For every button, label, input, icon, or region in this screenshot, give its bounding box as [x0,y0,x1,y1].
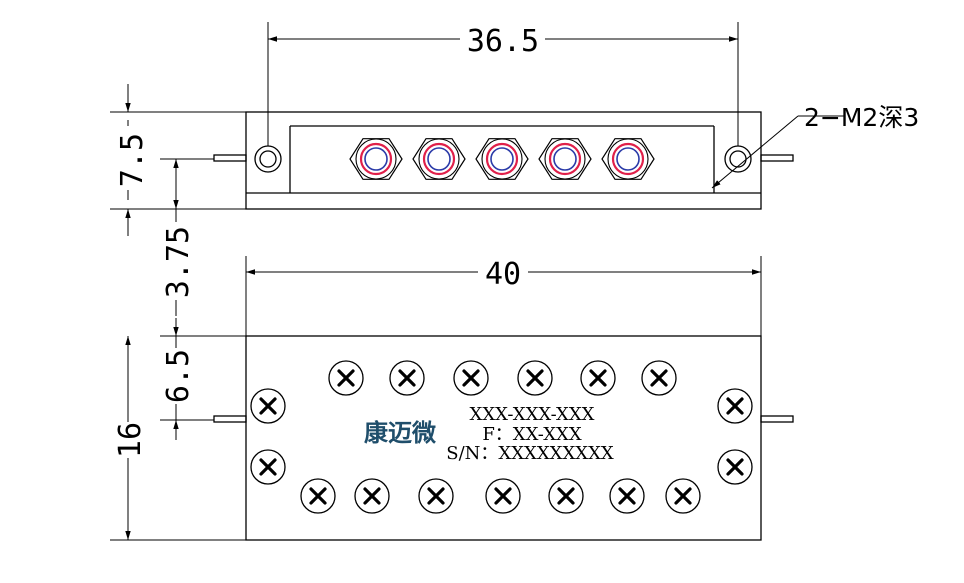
screw-icon [389,360,425,396]
serial-number-text: S/N：XXXXXXXXX [446,443,614,464]
screw-icon [418,478,454,514]
screw-icon [485,478,521,514]
bottom-body-outline [245,335,762,541]
screw-icon [453,360,489,396]
brand-logo-text: 康迈微 [364,419,436,447]
screw-icon [328,360,364,396]
frequency-text: F：XX-XXX [482,424,582,445]
screw-icon [580,360,616,396]
hole-callout-text: 2−M2深3 [804,103,919,132]
hole-callout-leader [711,115,845,189]
dim-bottom-width [245,256,762,336]
dim-top-width-text: 36.5 [467,24,539,59]
dim-left-top-height-text: 7.5 [115,133,150,187]
screw-icon [250,449,286,485]
dim-left-gap-text: 3.75 [161,226,196,298]
screw-icon [717,449,753,485]
screw-icon [250,388,286,424]
dim-left-chain [110,84,246,541]
sma-connector [601,138,655,180]
sma-connector [349,138,403,180]
sma-connector [412,138,466,180]
screw-icon [641,360,677,396]
bottom-left-pin [213,415,247,423]
sma-connector [538,138,592,180]
bottom-view [213,335,794,541]
screw-icon [300,478,336,514]
dim-left-bottom-height-text: 16 [113,422,148,458]
screw-icon [354,478,390,514]
part-number-text: XXX-XXX-XXX [470,404,595,425]
left-mounting-hole [254,145,282,173]
connector-row [349,138,655,180]
screw-icon [665,478,701,514]
dim-bottom-width-text: 40 [485,257,521,292]
screw-icon [717,388,753,424]
screw-icon [548,478,584,514]
screw-icon [517,360,553,396]
screw-grid [250,360,753,514]
right-pin [760,154,794,162]
sma-connector [475,138,529,180]
bottom-right-pin [760,415,794,423]
left-pin [213,154,247,162]
dim-left-mid-text: 6.5 [161,349,196,403]
top-view [213,111,794,210]
dim-top-width [267,22,739,146]
screw-icon [609,478,645,514]
